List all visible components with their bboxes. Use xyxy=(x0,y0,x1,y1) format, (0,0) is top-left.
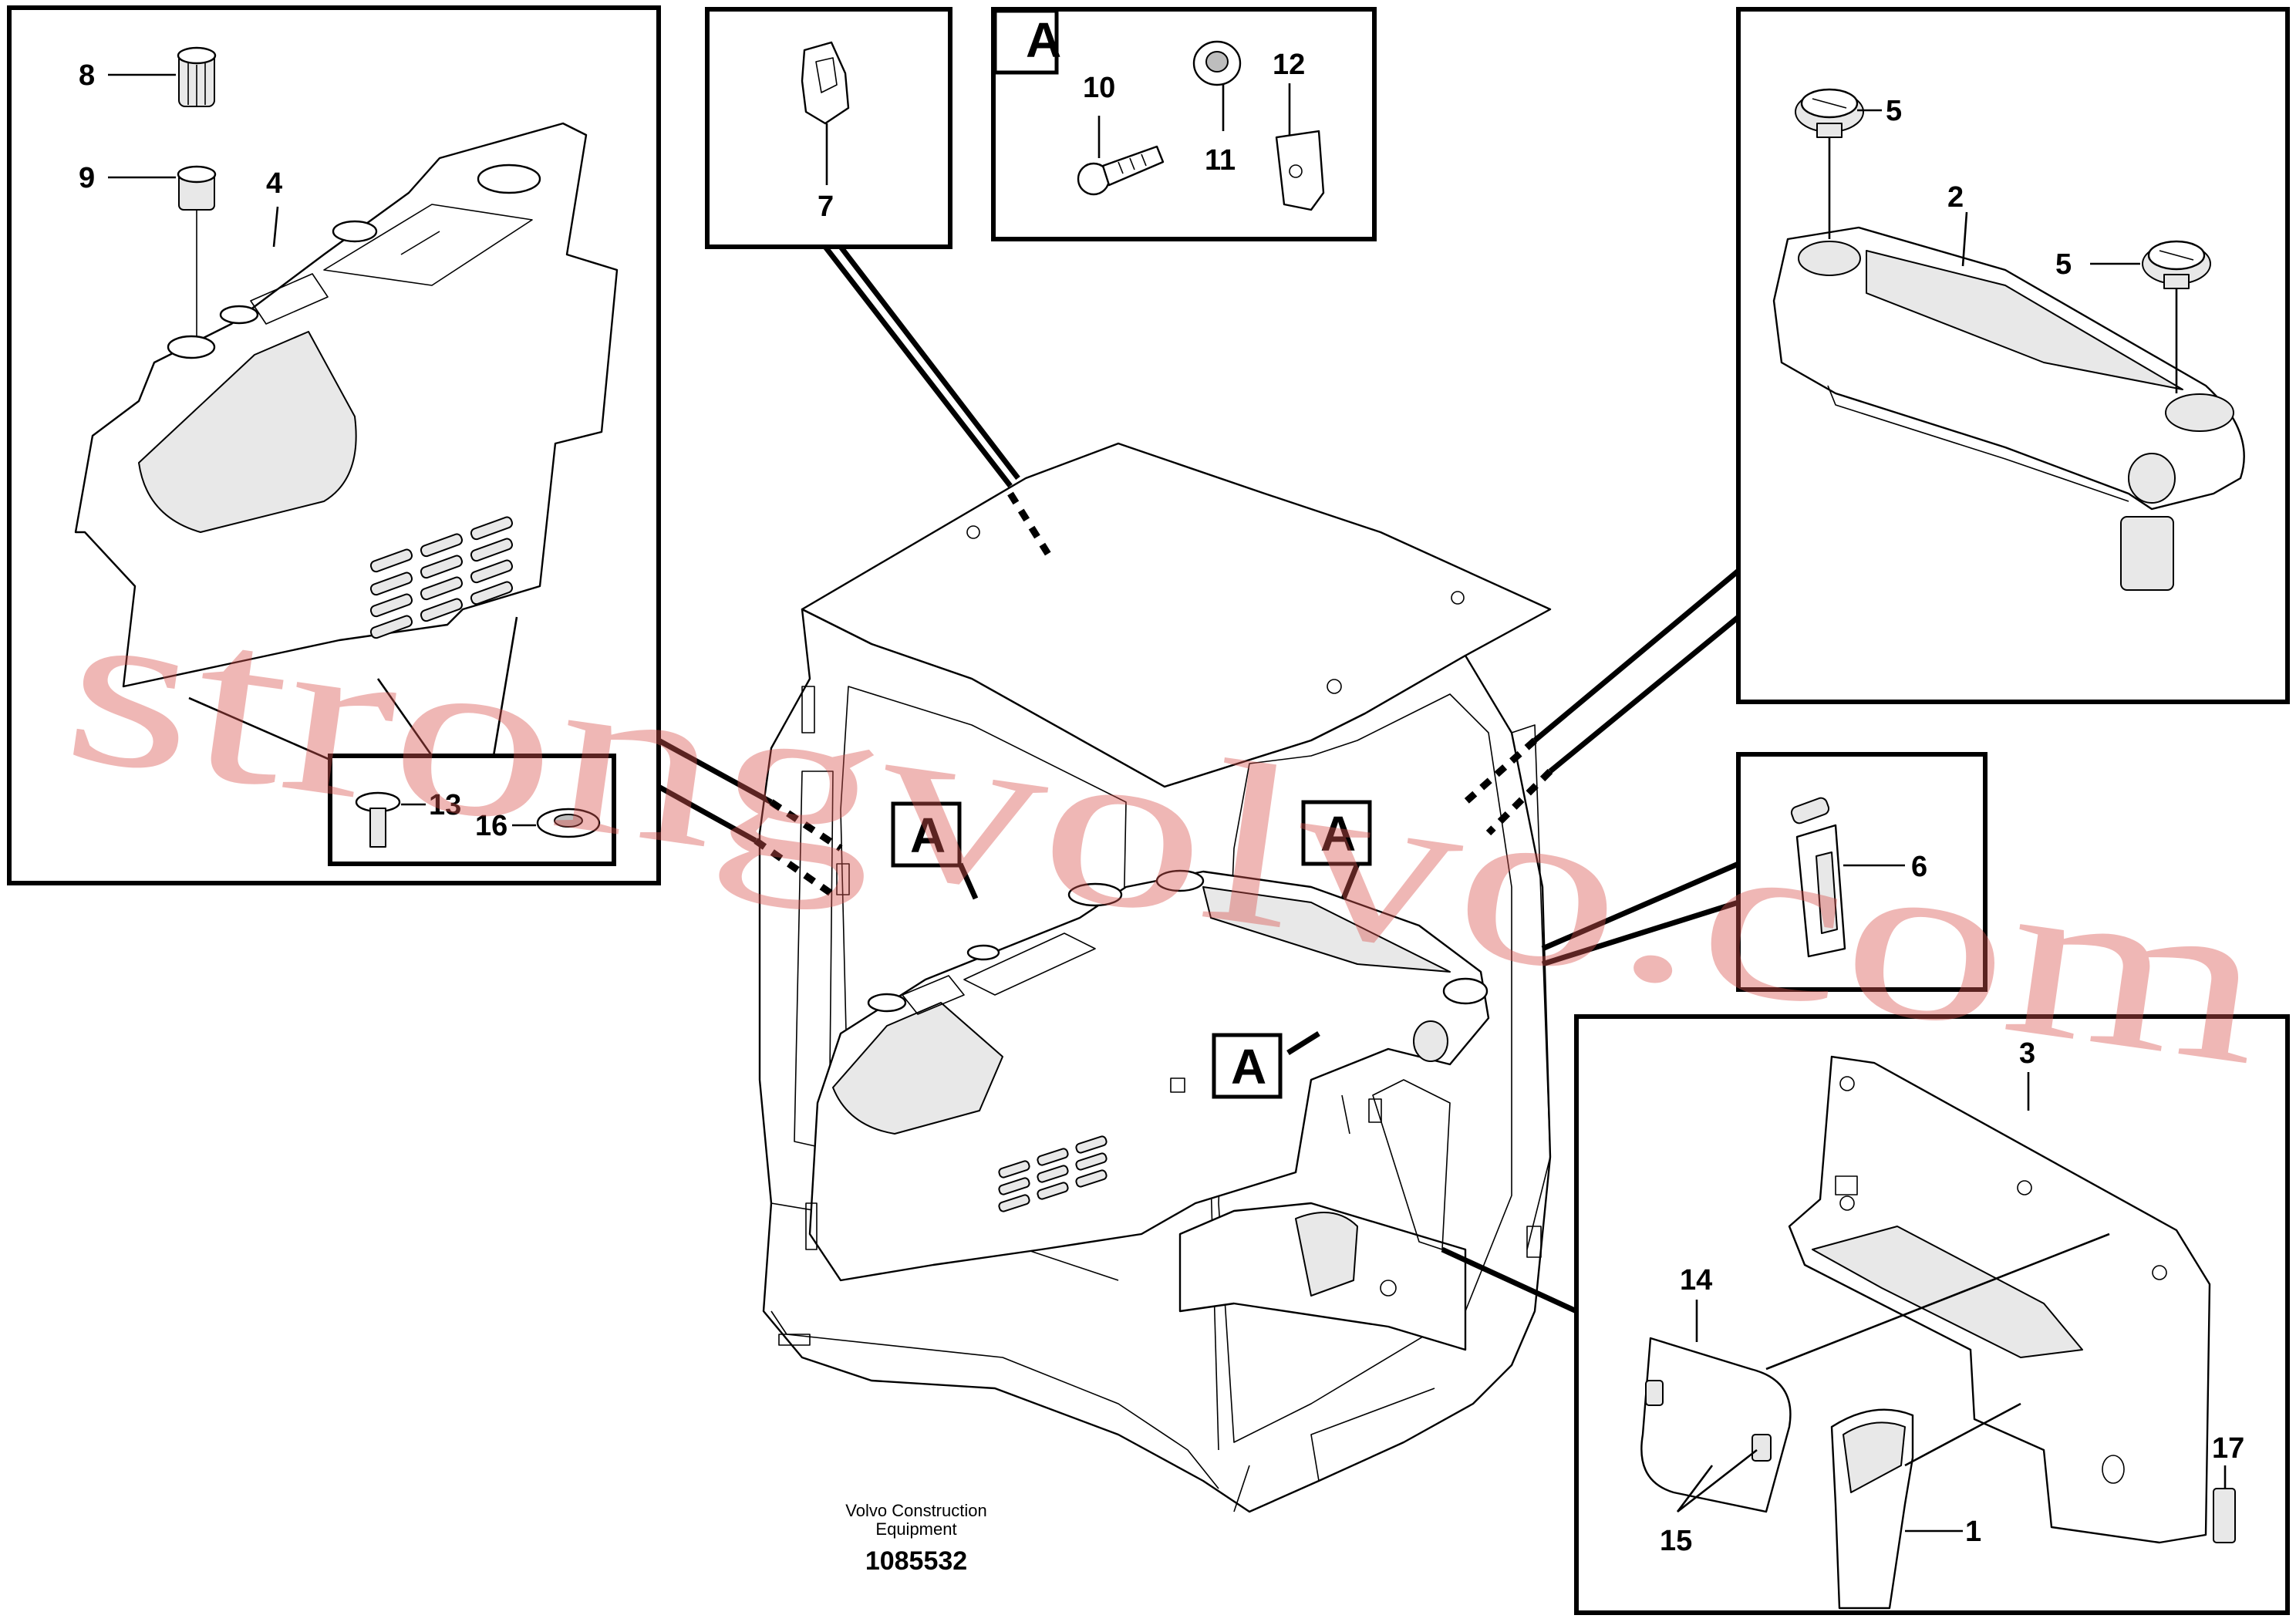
part-label-2: 2 xyxy=(1947,181,1964,214)
part-label-1: 1 xyxy=(1965,1516,1981,1548)
view-a-label-box: A xyxy=(1026,12,1061,68)
washer-part-11 xyxy=(1192,40,1242,86)
part-label-10: 10 xyxy=(1083,72,1115,104)
view-a-label-right: A xyxy=(1320,806,1356,862)
caption-line-2: Equipment xyxy=(875,1519,956,1539)
screw-part-13 xyxy=(355,791,401,848)
diagram-reference-number: 1085532 xyxy=(865,1546,967,1576)
detail-box-latch xyxy=(1736,752,1988,992)
part-label-15: 15 xyxy=(1660,1525,1692,1557)
part-label-8: 8 xyxy=(79,59,95,92)
part-label-5-right: 5 xyxy=(2055,248,2072,281)
part-label-11: 11 xyxy=(1205,144,1236,177)
detail-box-view-a xyxy=(991,7,1377,241)
pad-part-17 xyxy=(2213,1488,2236,1543)
part-label-5-top: 5 xyxy=(1886,95,1902,127)
part-label-12: 12 xyxy=(1273,49,1305,81)
overhead-panel-part-2 xyxy=(1772,226,2245,591)
part-label-6: 6 xyxy=(1911,851,1927,883)
labels: A A A A 1 2 3 4 5 5 6 7 8 9 10 11 12 13 … xyxy=(79,12,2244,1576)
clip-nut-part-12 xyxy=(1275,130,1325,211)
fastener-subbox xyxy=(188,616,616,866)
rear-panel-part-3 xyxy=(1788,1055,2211,1544)
screw-part-10 xyxy=(1077,145,1165,196)
callout-lines xyxy=(657,244,1741,1314)
detail-box-right-panel xyxy=(1736,7,2290,704)
cab-vent-grille xyxy=(998,1135,1108,1212)
latch-part-6 xyxy=(1790,797,1846,958)
part-label-14: 14 xyxy=(1680,1264,1712,1297)
view-a-label-left: A xyxy=(910,808,946,863)
view-a-label-center: A xyxy=(1231,1039,1266,1094)
part-label-9: 9 xyxy=(79,162,95,194)
ring-part-9 xyxy=(177,165,217,343)
vent-grille xyxy=(369,516,514,639)
part-label-7: 7 xyxy=(818,191,834,223)
part-label-4: 4 xyxy=(266,167,282,200)
knob-part-5-top xyxy=(1795,88,1864,138)
bracket-part-7 xyxy=(801,41,850,125)
knob-part-5-right xyxy=(2142,240,2211,289)
handle-part-1 xyxy=(1830,1408,1914,1610)
view-a-markers xyxy=(891,800,1372,1099)
part-label-3: 3 xyxy=(2019,1037,2035,1070)
part-label-13: 13 xyxy=(429,789,461,821)
caption-line-1: Volvo Construction xyxy=(845,1501,986,1520)
part-label-16: 16 xyxy=(475,810,507,842)
washer-part-16 xyxy=(536,808,601,838)
left-dash-panel-part-4 xyxy=(74,122,619,688)
detail-box-bracket xyxy=(705,7,952,249)
detail-box-left xyxy=(7,5,661,885)
detail-box-lower-right xyxy=(1574,1014,2290,1615)
part-label-17: 17 xyxy=(2212,1432,2244,1465)
knob-part-8 xyxy=(177,46,217,107)
cover-part-14 xyxy=(1640,1337,1792,1513)
